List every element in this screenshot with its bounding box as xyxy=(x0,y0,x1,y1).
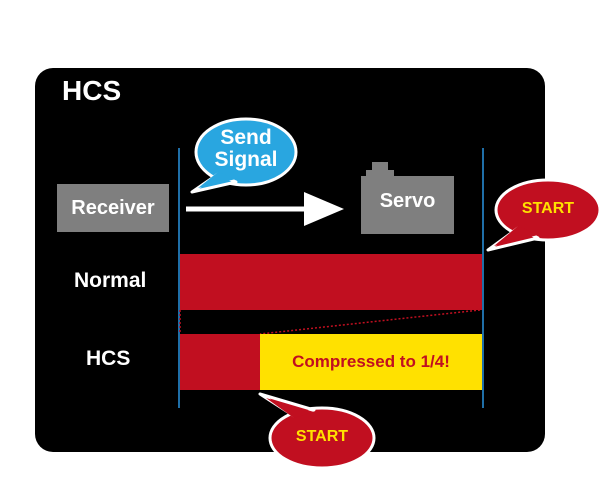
start-label-bottom: START xyxy=(295,428,349,445)
start-bubble-top xyxy=(486,178,602,252)
normal-label: Normal xyxy=(74,269,147,292)
compressed-label: Compressed to 1/4! xyxy=(292,352,450,371)
start-bubble-bottom xyxy=(258,392,376,470)
servo-label: Servo xyxy=(379,189,436,212)
start-timeline-line xyxy=(178,148,180,408)
receiver-box: Receiver xyxy=(57,184,169,232)
end-timeline-line xyxy=(482,148,484,408)
arrow-right-icon xyxy=(186,192,344,226)
start-label-top: START xyxy=(521,200,575,217)
send-signal-bubble xyxy=(190,117,298,194)
send-signal-label: Send Signal xyxy=(196,127,296,171)
normal-bar xyxy=(180,254,482,310)
hcs-row-label: HCS xyxy=(86,347,131,370)
hcs-bar xyxy=(180,334,260,390)
receiver-label: Receiver xyxy=(71,196,155,219)
send-signal-line1: Send xyxy=(220,126,272,149)
servo-box: Servo xyxy=(361,176,454,234)
compression-guides xyxy=(179,309,481,335)
compressed-bar: Compressed to 1/4! xyxy=(260,334,482,390)
servo-cap xyxy=(366,170,394,178)
page-title: HCS xyxy=(62,75,122,106)
send-signal-line2: Signal xyxy=(214,148,278,171)
